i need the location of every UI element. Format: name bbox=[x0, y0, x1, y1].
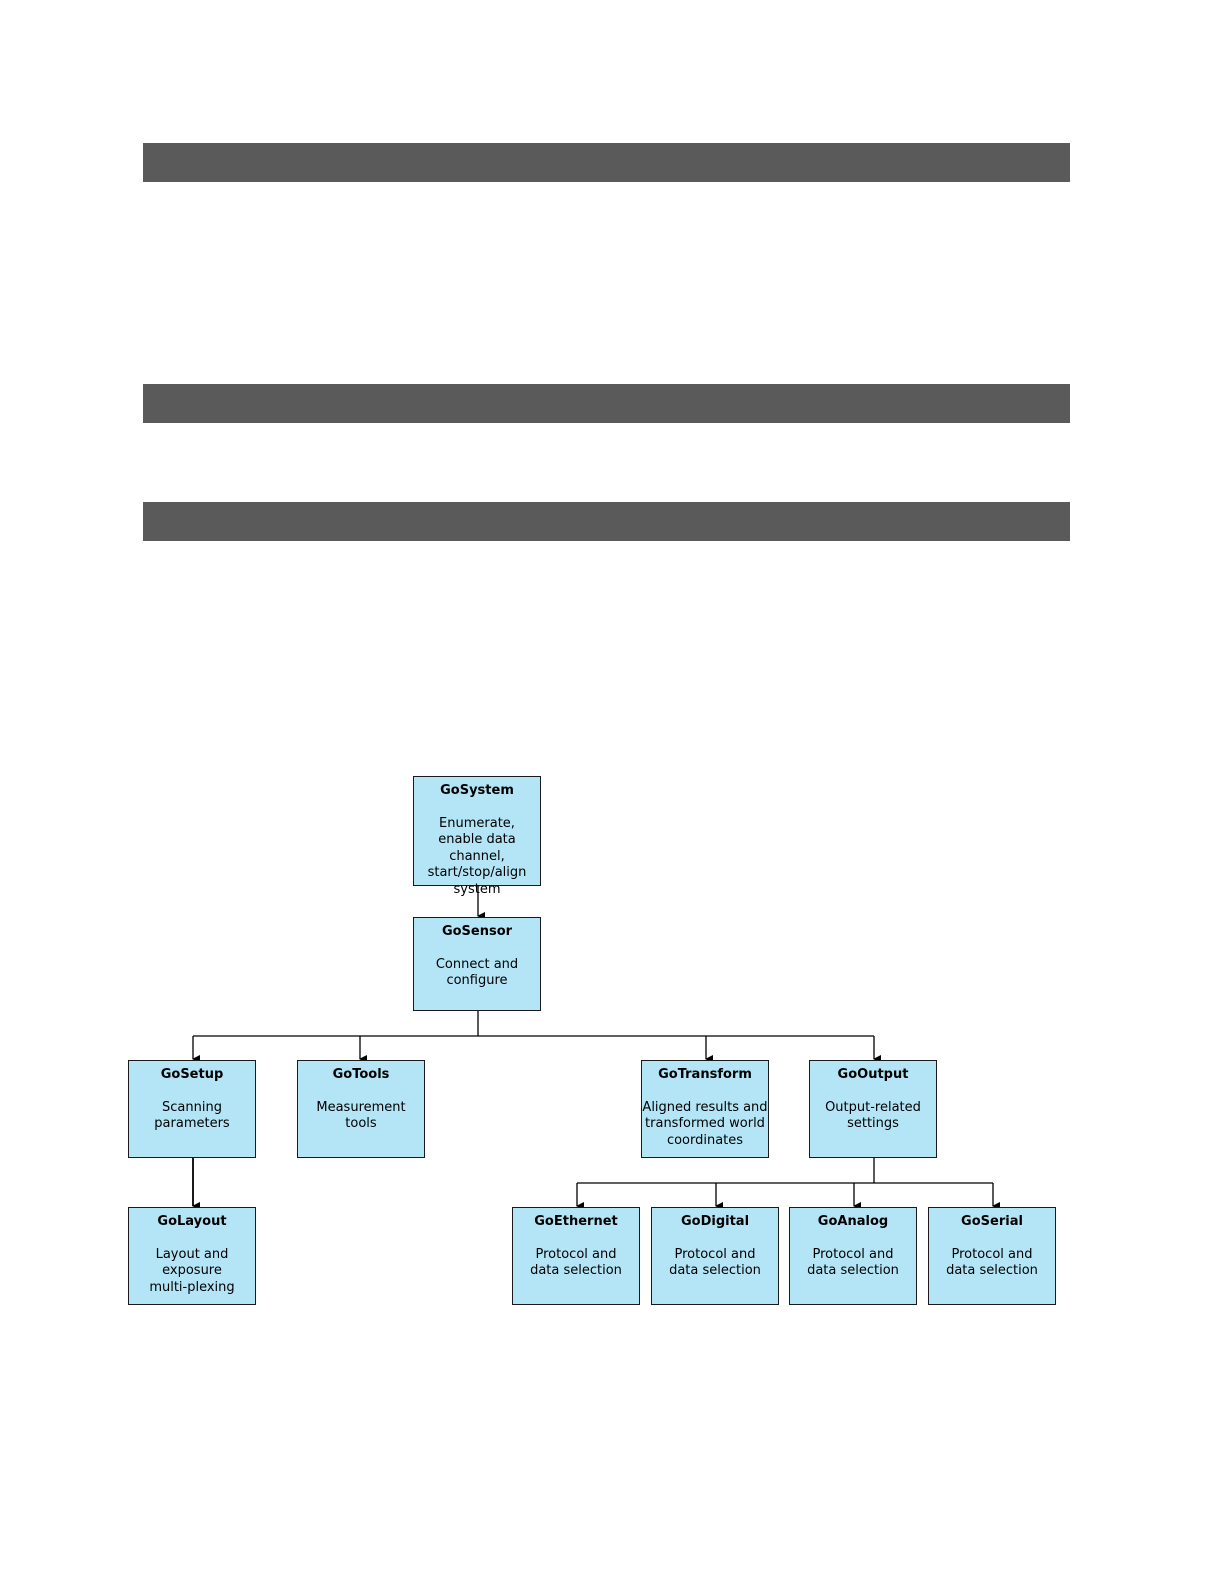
section-header-bar-3 bbox=[143, 502, 1070, 541]
node-description: Scanning parameters bbox=[154, 1099, 230, 1132]
node-description: Protocol and data selection bbox=[807, 1246, 899, 1279]
section-header-bar-1 bbox=[143, 143, 1070, 182]
node-title: GoOutput bbox=[837, 1067, 909, 1082]
node-description: Enumerate, enable data channel, start/st… bbox=[427, 815, 527, 897]
node-title: GoSetup bbox=[160, 1067, 224, 1082]
node-description: Protocol and data selection bbox=[946, 1246, 1038, 1279]
node-gosensor: GoSensor Connect and configure bbox=[413, 917, 541, 1011]
node-gotools: GoTools Measurement tools bbox=[297, 1060, 425, 1158]
node-title: GoTools bbox=[332, 1067, 390, 1082]
node-golayout: GoLayout Layout and exposure multi-plexi… bbox=[128, 1207, 256, 1305]
node-gooutput: GoOutput Output-related settings bbox=[809, 1060, 937, 1158]
node-title: GoEthernet bbox=[534, 1214, 618, 1229]
node-description: Protocol and data selection bbox=[669, 1246, 761, 1279]
node-gosystem: GoSystem Enumerate, enable data channel,… bbox=[413, 776, 541, 897]
node-description: Aligned results and transformed world co… bbox=[642, 1099, 768, 1148]
node-description: Layout and exposure multi-plexing bbox=[149, 1246, 235, 1295]
node-title: GoSerial bbox=[961, 1214, 1023, 1229]
node-title: GoDigital bbox=[680, 1214, 750, 1229]
node-godigital: GoDigital Protocol and data selection bbox=[651, 1207, 779, 1305]
node-gosetup: GoSetup Scanning parameters bbox=[128, 1060, 256, 1158]
node-goethernet: GoEthernet Protocol and data selection bbox=[512, 1207, 640, 1305]
node-title: GoSystem bbox=[440, 783, 514, 798]
node-gotransform: GoTransform Aligned results and transfor… bbox=[641, 1060, 769, 1158]
node-title: GoTransform bbox=[658, 1067, 752, 1082]
node-title: GoAnalog bbox=[817, 1214, 889, 1229]
node-description: Measurement tools bbox=[316, 1099, 406, 1132]
node-goserial: GoSerial Protocol and data selection bbox=[928, 1207, 1056, 1305]
node-title: GoLayout bbox=[157, 1214, 227, 1229]
section-header-bar-2 bbox=[143, 384, 1070, 423]
node-description: Connect and configure bbox=[435, 956, 519, 989]
node-description: Protocol and data selection bbox=[530, 1246, 622, 1279]
node-title: GoSensor bbox=[441, 924, 513, 939]
node-goanalog: GoAnalog Protocol and data selection bbox=[789, 1207, 917, 1305]
node-description: Output-related settings bbox=[825, 1099, 921, 1132]
